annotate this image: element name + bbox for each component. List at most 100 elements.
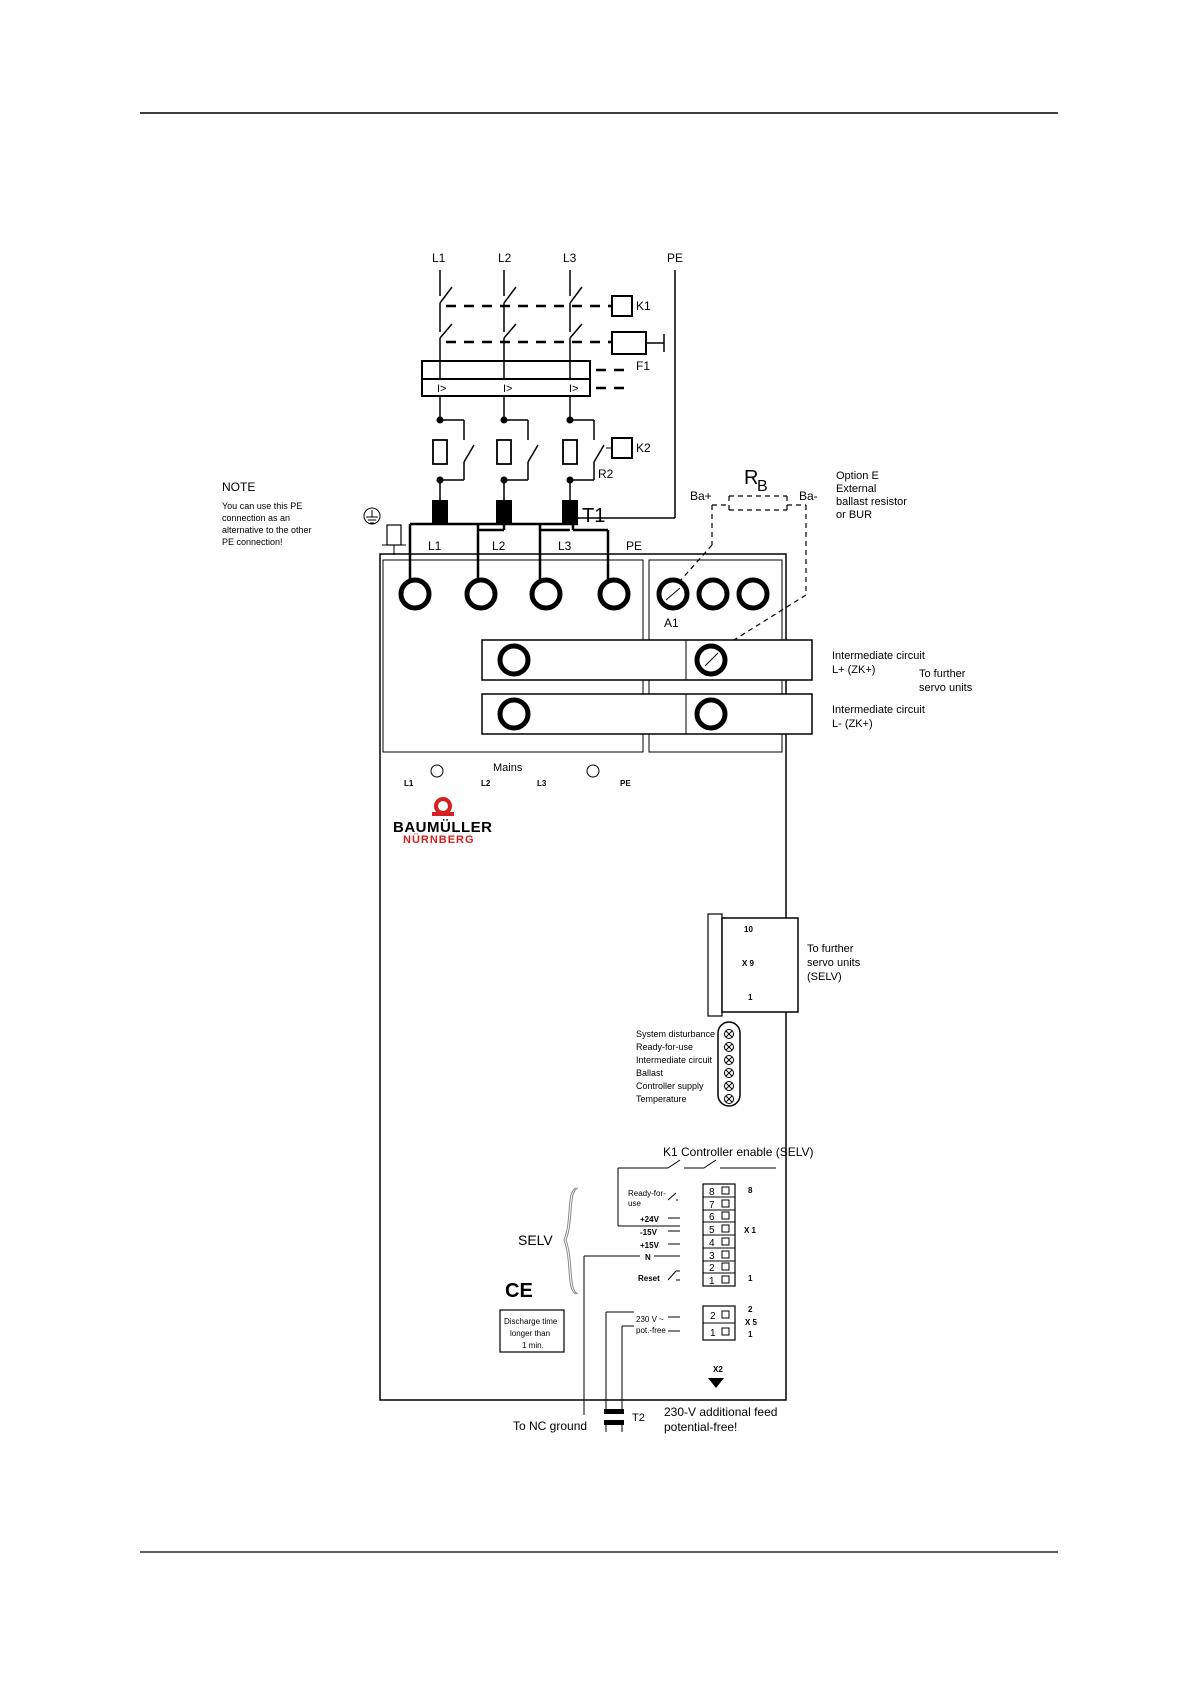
zk-minus-line-2: L- (ZK+) bbox=[832, 718, 873, 730]
note-line-4: PE connection! bbox=[222, 537, 283, 547]
x5-signal-potfree: pot.-free bbox=[636, 1326, 666, 1335]
note-title: NOTE bbox=[222, 480, 255, 494]
discharge-line-3: 1 min. bbox=[522, 1341, 544, 1350]
mains-label: Mains bbox=[493, 762, 523, 774]
led-label-4: Ballast bbox=[636, 1068, 664, 1078]
x1-pin-7: 7 bbox=[709, 1200, 715, 1211]
connector-x9: 10 X 9 1 To further servo units (SELV) bbox=[707, 913, 861, 1017]
x1-pin-8: 8 bbox=[709, 1187, 715, 1198]
terminal-label-l2: L2 bbox=[492, 539, 506, 553]
selv-label: SELV bbox=[518, 1232, 553, 1248]
x1-side-top: 8 bbox=[748, 1186, 753, 1195]
mains-terminals bbox=[398, 577, 631, 611]
mains-small-l2: L2 bbox=[481, 779, 491, 788]
led-panel: System disturbance Ready-for-use Interme… bbox=[636, 1021, 741, 1107]
contactor-k1: K1 bbox=[446, 295, 651, 317]
terminal-pe bbox=[597, 577, 631, 611]
feed-line-2: potential-free! bbox=[664, 1420, 737, 1434]
led-label-6: Temperature bbox=[636, 1094, 687, 1104]
x1-pin-4: 4 bbox=[709, 1238, 715, 1249]
further-servo-line-2: servo units bbox=[919, 682, 973, 694]
x2-label: X2 bbox=[713, 1365, 723, 1374]
breaker-f1-label: F1 bbox=[636, 359, 650, 373]
x5-side-label: X 5 bbox=[745, 1318, 758, 1327]
ce-mark: CE bbox=[505, 1280, 533, 1302]
x1-signals: Ready-for- use +24V -15V +15V N Reset bbox=[628, 1189, 680, 1283]
overcurrent-mark-2: I> bbox=[503, 383, 512, 395]
x9-bottom-pin: 1 bbox=[748, 993, 753, 1002]
connector-x5: 2 1 2 X 5 1 230 V ~ pot.-free bbox=[636, 1305, 758, 1341]
discharge-warning: Discharge time longer than 1 min. bbox=[499, 1309, 565, 1353]
brand-bottom: NÜRNBERG bbox=[403, 833, 475, 846]
x1-pin-rows bbox=[703, 1196, 735, 1274]
x9-desc-2: servo units bbox=[807, 957, 861, 969]
zk-minus-line-1: Intermediate circuit bbox=[832, 704, 925, 716]
controller-enable: K1 Controller enable (SELV) bbox=[617, 1145, 814, 1227]
selv-brace: SELV bbox=[518, 1187, 579, 1295]
x1-signal-reset: Reset bbox=[638, 1274, 660, 1283]
x1-pin-1: 1 bbox=[709, 1276, 715, 1287]
busbar-zk-minus: Intermediate circuit L- (ZK+) bbox=[481, 693, 925, 735]
ballast-option-4: or BUR bbox=[836, 509, 872, 521]
nc-ground-label: To NC ground bbox=[513, 1419, 587, 1433]
terminal-label-pe: PE bbox=[626, 539, 642, 553]
overcurrent-mark-3: I> bbox=[569, 383, 578, 395]
led-label-2: Ready-for-use bbox=[636, 1042, 693, 1052]
x5-side-top: 2 bbox=[748, 1305, 753, 1314]
x9-desc-1: To further bbox=[807, 943, 854, 955]
ballast-plus-label: Ba+ bbox=[690, 489, 712, 503]
line-label-l2: L2 bbox=[498, 251, 512, 265]
baumuller-logo: BAUMÜLLER NÜRNBERG bbox=[393, 797, 493, 846]
x9-top-pin: 10 bbox=[744, 925, 753, 934]
x1-pin-2: 2 bbox=[709, 1263, 715, 1274]
x1-pin-squares bbox=[721, 1186, 730, 1284]
note-line-2: connection as an bbox=[222, 513, 290, 523]
x1-signal-24v: +24V bbox=[640, 1215, 660, 1224]
x5-pin-1: 1 bbox=[710, 1328, 716, 1339]
x1-signal-p15v: +15V bbox=[640, 1241, 660, 1250]
terminal-label-l3: L3 bbox=[558, 539, 572, 553]
discharge-line-1: Discharge time bbox=[504, 1317, 558, 1326]
x5-signal-230v: 230 V ~ bbox=[636, 1315, 664, 1324]
resistor-r2-label: R2 bbox=[598, 467, 614, 481]
x1-signal-m15v: -15V bbox=[640, 1228, 658, 1237]
mains-small-pe: PE bbox=[620, 779, 631, 788]
charge-branch-l2 bbox=[496, 416, 539, 484]
choke-t1-label: T1 bbox=[582, 505, 605, 527]
led-label-3: Intermediate circuit bbox=[636, 1055, 713, 1065]
ce-label: CE bbox=[505, 1280, 533, 1302]
ballast-minus-label: Ba- bbox=[799, 489, 818, 503]
connector-x1: 8 7 6 5 4 3 2 1 8 X 1 1 bbox=[702, 1183, 757, 1287]
ballast-symbol: R bbox=[744, 467, 758, 489]
terminal-l3 bbox=[529, 577, 563, 611]
dc-terminals: A1 bbox=[656, 577, 770, 630]
note-line-1: You can use this PE bbox=[222, 501, 302, 511]
a1-label: A1 bbox=[664, 616, 679, 630]
x9-label: X 9 bbox=[742, 959, 755, 968]
line-label-pe: PE bbox=[667, 251, 683, 265]
led-label-1: System disturbance bbox=[636, 1029, 715, 1039]
terminal-labels: L1 L2 L3 PE bbox=[428, 539, 642, 553]
further-servo-line-1: To further bbox=[919, 668, 966, 680]
led-icons bbox=[724, 1029, 734, 1104]
terminal-l2 bbox=[464, 577, 498, 611]
x1-side-label: X 1 bbox=[744, 1226, 757, 1235]
x5-pin-2: 2 bbox=[710, 1311, 716, 1322]
x1-pin-5: 5 bbox=[709, 1225, 715, 1236]
mains-small-l3: L3 bbox=[537, 779, 547, 788]
charging-circuit-k2: K2 R2 bbox=[432, 416, 651, 484]
busbar-zk-plus: Intermediate circuit L+ (ZK+) To further… bbox=[481, 639, 973, 694]
led-label-5: Controller supply bbox=[636, 1081, 704, 1091]
x1-pin-6: 6 bbox=[709, 1212, 715, 1223]
note-line-3: alternative to the other bbox=[222, 525, 312, 535]
arrow-down-icon bbox=[708, 1378, 724, 1388]
ballast-option-3: ballast resistor bbox=[836, 496, 907, 508]
mains-marking: Mains L1 L2 L3 PE bbox=[404, 762, 631, 788]
x9-desc-3: (SELV) bbox=[807, 971, 842, 983]
contactor-k1-label: K1 bbox=[636, 299, 651, 313]
x2-marker: X2 bbox=[708, 1365, 724, 1388]
brand-top: BAUMÜLLER bbox=[393, 819, 493, 836]
ground-icon bbox=[363, 507, 406, 555]
discharge-line-2: longer than bbox=[510, 1329, 550, 1338]
